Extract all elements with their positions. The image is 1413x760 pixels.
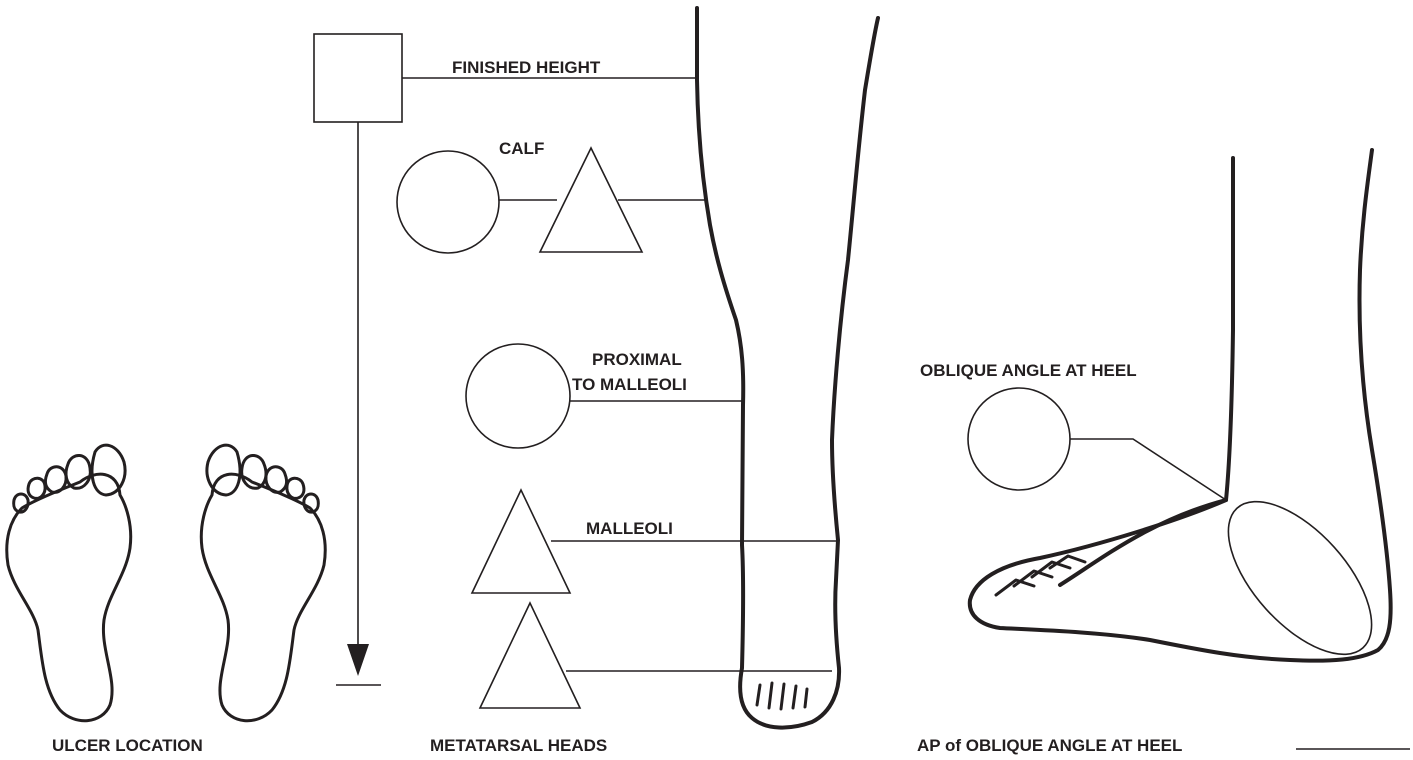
calf-label: CALF <box>499 139 544 158</box>
oblique-angle-circle[interactable] <box>968 388 1070 490</box>
proximal-label-line1: PROXIMAL <box>592 350 682 369</box>
right-footprint <box>201 445 325 721</box>
front-leg-outline <box>697 8 878 728</box>
finished-height-box[interactable] <box>314 34 402 122</box>
height-arrow-head <box>347 644 369 676</box>
proximal-circle[interactable] <box>466 344 570 448</box>
metatarsal-triangle[interactable] <box>480 603 580 708</box>
ulcer-location-label: ULCER LOCATION <box>52 736 203 755</box>
ap-oblique-label: AP of OBLIQUE ANGLE AT HEEL <box>917 736 1182 755</box>
finished-height-label: FINISHED HEIGHT <box>452 58 601 77</box>
proximal-label-line2: TO MALLEOLI <box>572 375 687 394</box>
oblique-angle-label: OBLIQUE ANGLE AT HEEL <box>920 361 1137 380</box>
oblique-angle-leader <box>1070 439 1226 500</box>
left-footprint <box>7 445 131 721</box>
metatarsal-heads-label: METATARSAL HEADS <box>430 736 607 755</box>
malleoli-label: MALLEOLI <box>586 519 673 538</box>
calf-circle[interactable] <box>397 151 499 253</box>
